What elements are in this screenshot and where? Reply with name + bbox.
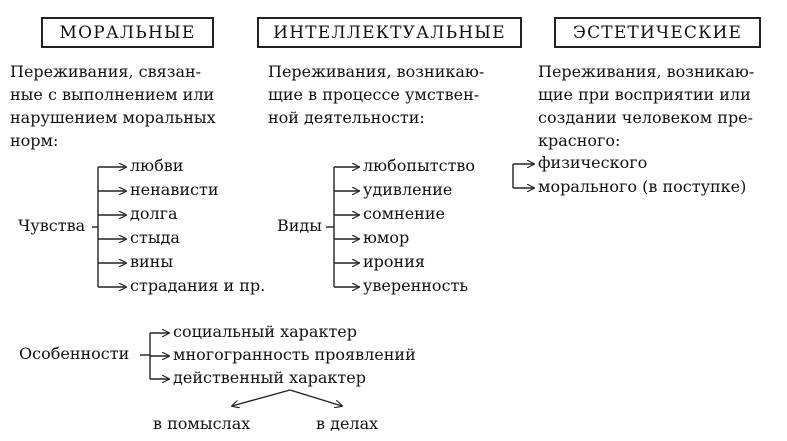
aesthetic-item: физического [538,153,648,172]
moral-description-line: нарушением моральных [10,108,216,127]
features-split-arrow-left [232,389,291,406]
moral-description-line: норм: [10,131,59,150]
intellectual-description: Переживания, возникаю- щие в процессе ум… [268,60,484,129]
intellectual-item: сомнение [363,204,445,223]
moral-group-label: Чувства [18,216,86,235]
moral-description-line: ные с выполнением или [10,85,215,104]
intellectual-item: уверенность [363,276,469,295]
moral-item: ненависти [130,180,219,199]
intellectual-description-line: Переживания, возникаю- [268,62,485,81]
aesthetic-title: ЭСТЕТИЧЕСКИЕ [572,22,743,43]
intellectual-description-line: ной деятельности: [268,108,425,127]
intellectual-description-line: щие в процессе умствен- [268,85,480,104]
intellectual-item: ирония [363,252,425,271]
moral-item: долга [130,204,178,223]
moral-title-box: МОРАЛЬНЫЕ [41,17,214,48]
features-sub-item: в помыслах [153,414,251,433]
moral-description-line: Переживания, связан- [10,62,202,81]
aesthetic-description: Переживания, возникаю- щие при восприяти… [538,60,754,152]
moral-title: МОРАЛЬНЫЕ [59,22,196,43]
features-item: действенный характер [173,368,366,387]
features-sub-item: в делах [316,414,379,433]
intellectual-item: удивление [363,180,453,199]
intellectual-title-box: ИНТЕЛЛЕКТУАЛЬНЫЕ [257,17,522,48]
aesthetic-title-box: ЭСТЕТИЧЕСКИЕ [554,17,761,48]
features-item: многогранность проявлений [173,345,416,364]
intellectual-item: любопытство [363,156,476,175]
moral-description: Переживания, связан- ные с выполнением и… [10,60,216,152]
moral-item: вины [130,252,174,271]
aesthetic-description-line: Переживания, возникаю- [538,62,755,81]
moral-item: стыда [130,228,180,247]
intellectual-title: ИНТЕЛЛЕКТУАЛЬНЫЕ [273,22,506,43]
features-item: социальный характер [173,322,358,341]
intellectual-group-label: Виды [277,216,323,235]
aesthetic-description-line: красного: [538,131,621,150]
aesthetic-description-line: щие при восприятии или [538,85,751,104]
features-label: Особенности [19,344,130,363]
aesthetic-item: морального (в поступке) [538,177,747,196]
aesthetic-description-line: создании человеком пре- [538,108,754,127]
moral-item: любви [130,156,184,175]
moral-item: страдания и пр. [130,276,266,295]
intellectual-item: юмор [363,228,410,247]
features-split-arrow-right [289,389,342,406]
